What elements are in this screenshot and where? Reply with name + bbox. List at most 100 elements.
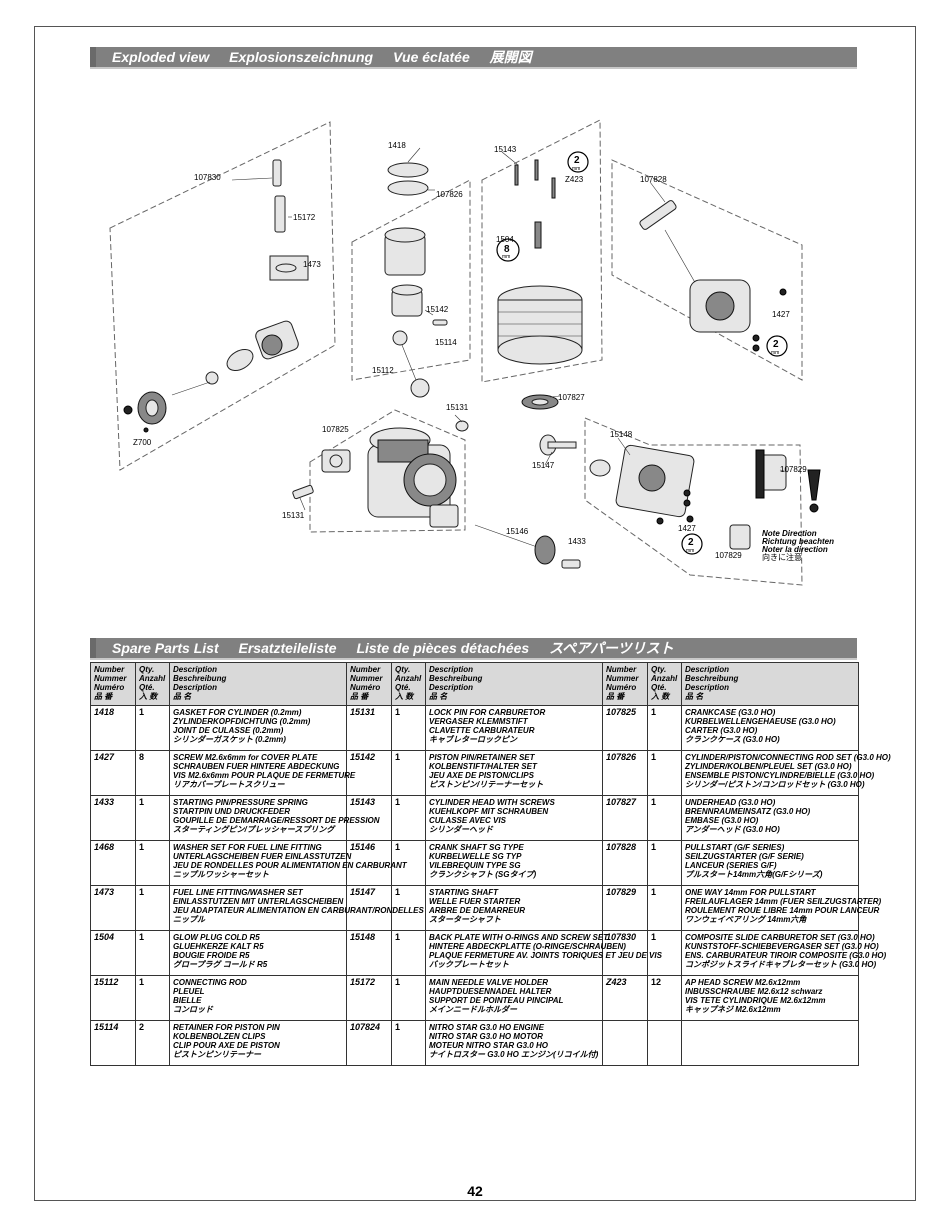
part-number: 107825	[602, 705, 648, 751]
description-line: コンロッド	[173, 1005, 213, 1014]
description-line: ワンウェイベアリング 14mm六角	[685, 915, 807, 924]
part-quantity: 2	[135, 1020, 170, 1066]
svg-text:2: 2	[688, 537, 694, 548]
description-line: BOUGIE FROIDE R5	[173, 951, 250, 960]
part-description	[681, 1020, 859, 1066]
description-line: CULASSE AVEC VIS	[429, 816, 506, 825]
description-line: CARTER (G3.0 HO)	[685, 726, 758, 735]
description-line: CLIP POUR AXE DE PISTON	[173, 1041, 280, 1050]
label-15114: 15114	[435, 338, 457, 347]
page-number: 42	[467, 1183, 483, 1199]
label-107829-a: 107829	[780, 465, 807, 474]
note-direction-de: Richtung beachten	[762, 537, 834, 546]
part-quantity: 12	[647, 975, 682, 1021]
leader-lines	[231, 147, 789, 511]
description-line: LANCEUR (SERIES G/F)	[685, 861, 777, 870]
part-number: 15131	[346, 705, 392, 751]
part-quantity: 1	[647, 795, 682, 841]
description-line: スターターシャフト	[429, 915, 501, 924]
label-15146: 15146	[506, 527, 529, 536]
part-quantity: 1	[647, 885, 682, 931]
description-line: ピストンピン/リテーナーセット	[429, 780, 544, 789]
description-line: ニップル	[173, 915, 205, 924]
part-number: 1504	[90, 930, 136, 976]
part-description: UNDERHEAD (G3.0 HO)BRENNRAUMEINSATZ (G3.…	[681, 795, 859, 841]
description-line: UNTERLAGSCHEIBEN FUER EINLASSTUTZEN	[173, 852, 352, 861]
part-quantity: 1	[391, 930, 426, 976]
part-number	[602, 1020, 648, 1066]
hex-2mm-badge-c	[681, 533, 703, 555]
description-line: EINLASSTUTZEN MIT UNTERLAGSCHEIBEN	[173, 897, 344, 906]
label-1504: 1504	[496, 235, 514, 244]
description-line: PLEUEL	[173, 987, 205, 996]
label-15148: 15148	[610, 430, 633, 439]
label-15143: 15143	[494, 145, 517, 154]
description-line: CYLINDER/PISTON/CONNECTING ROD SET (G3.0…	[685, 753, 891, 762]
part-number: 107826	[602, 750, 648, 796]
description-line: AP HEAD SCREW M2.6x12mm	[685, 978, 801, 987]
title-fr: Vue éclatée	[392, 49, 470, 65]
label-1473: 1473	[303, 260, 321, 269]
svg-text:mm: mm	[572, 166, 580, 172]
description-line: シリンダーガスケット (0.2mm)	[173, 735, 286, 744]
description-line: INBUSSCHRAUBE M2.6x12 schwarz	[685, 987, 823, 996]
part-number: Z423	[602, 975, 648, 1021]
description-line: ONE WAY 14mm FOR PULLSTART	[685, 888, 816, 897]
note-direction-fr: Noter la direction	[762, 545, 828, 554]
description-line: MAIN NEEDLE VALVE HOLDER	[429, 978, 548, 987]
description-line: JOINT DE CULASSE (0.2mm)	[173, 726, 284, 735]
description-line: シリンダー/ピストン/コンロッドセット (G3.0 HO)	[685, 780, 865, 789]
description-line: CRANK SHAFT SG TYPE	[429, 843, 524, 852]
description-line: RETAINER FOR PISTON PIN	[173, 1023, 280, 1032]
label-z423: Z423	[565, 175, 584, 184]
label-15147: 15147	[532, 461, 555, 470]
label-107829-b: 107829	[715, 551, 742, 560]
description-line: JEU DE RONDELLES POUR ALIMENTATION EN CA…	[173, 861, 407, 870]
part-quantity: 1	[135, 840, 170, 886]
description-line: SUPPORT DE POINTEAU PINCIPAL	[429, 996, 564, 1005]
note-direction-jp: 向きに注意	[762, 552, 802, 562]
description-line: VIS M2.6x6mm POUR PLAQUE DE FERMETURE	[173, 771, 356, 780]
label-1418: 1418	[388, 141, 406, 150]
description-line: EMBASE (G3.0 HO)	[685, 816, 759, 825]
part-number: 1427	[90, 750, 136, 796]
description-line: GASKET FOR CYLINDER (0.2mm)	[173, 708, 302, 717]
part-number: 107827	[602, 795, 648, 841]
description-line: グロープラグ コールド R5	[173, 960, 268, 969]
description-line: スターティングピン/プレッシャースプリング	[173, 825, 335, 834]
description-line: クランクケース (G3.0 HO)	[685, 735, 780, 744]
description-line: KUNSTSTOFF-SCHIEBEVERGASER SET (G3.0 HO)	[685, 942, 879, 951]
description-line: NITRO STAR G3.0 HO MOTOR	[429, 1032, 543, 1041]
part-quantity: 1	[391, 750, 426, 796]
part-quantity: 1	[647, 705, 682, 751]
label-1427-b: 1427	[678, 524, 696, 533]
title-de: Explosionszeichnung	[229, 49, 374, 65]
description-line: プルスタート14mm六角(G/Fシリーズ)	[685, 870, 823, 879]
description-line: MOTEUR NITRO STAR G3.0 HO	[429, 1041, 548, 1050]
part-quantity: 1	[391, 975, 426, 1021]
page-frame	[34, 26, 916, 1201]
description-line: ニップルワッシャーセット	[173, 870, 269, 879]
description-line: HINTERE ABDECKPLATTE (O-RINGE/SCHRAUBEN)	[429, 942, 626, 951]
description-line: KURBELWELLENGEHAEUSE (G3.0 HO)	[685, 717, 836, 726]
description-line: SCHRAUBEN FUER HINTERE ABDECKUNG	[173, 762, 340, 771]
description-line: PULLSTART (G/F SERIES)	[685, 843, 785, 852]
description-line: PLAQUE FERMETURE AV. JOINTS TORIQUES ET …	[429, 951, 662, 960]
part-description: CRANKCASE (G3.0 HO)KURBELWELLENGEHAEUSE …	[681, 705, 859, 751]
part-quantity: 1	[647, 840, 682, 886]
label-15131-a: 15131	[446, 403, 469, 412]
description-line: STARTING PIN/PRESSURE SPRING	[173, 798, 308, 807]
